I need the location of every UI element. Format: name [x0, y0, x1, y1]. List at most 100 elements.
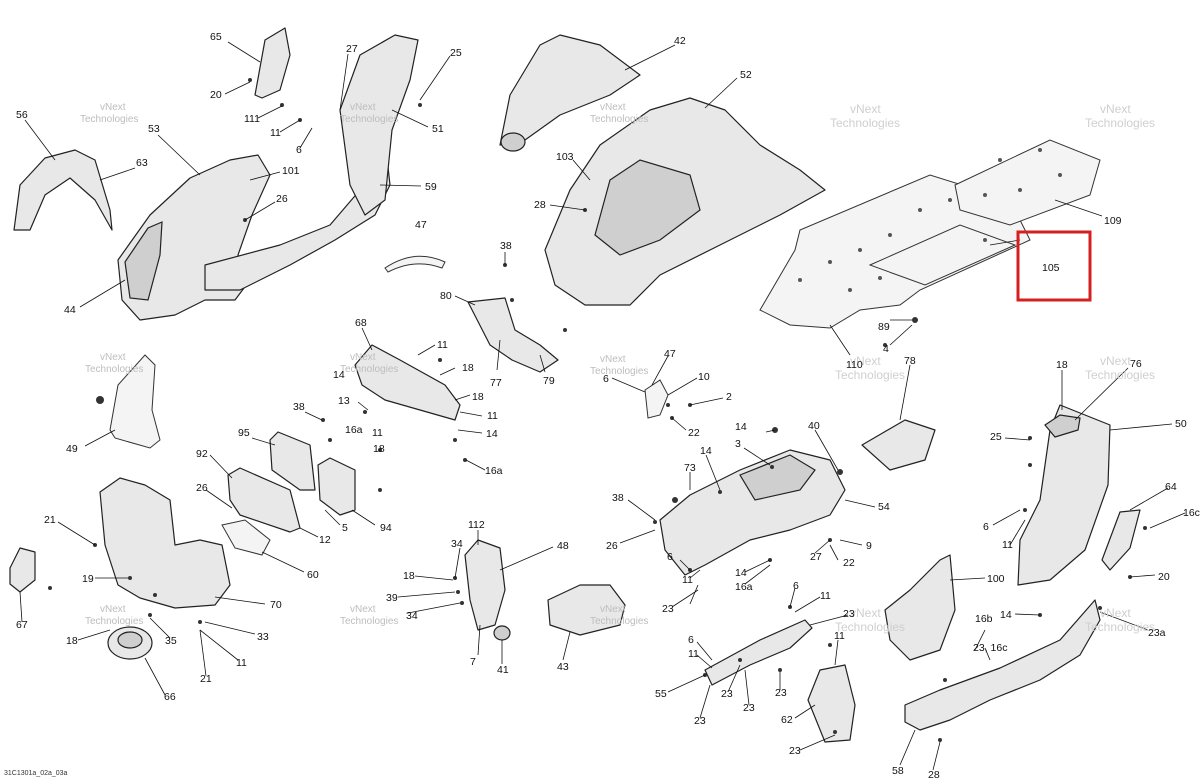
callout-11[interactable]: 11 — [487, 410, 498, 422]
callout-21[interactable]: 21 — [44, 514, 56, 526]
callout-51[interactable]: 51 — [432, 123, 444, 135]
callout-60[interactable]: 60 — [307, 569, 319, 581]
callout-34[interactable]: 34 — [406, 610, 418, 622]
callout-38[interactable]: 38 — [500, 240, 512, 252]
callout-12[interactable]: 12 — [319, 534, 331, 546]
callout-105[interactable]: 105 — [1042, 262, 1060, 274]
callout-28[interactable]: 28 — [928, 769, 940, 779]
callout-11[interactable]: 11 — [834, 630, 845, 642]
callout-14[interactable]: 14 — [333, 369, 345, 381]
callout-101[interactable]: 101 — [282, 165, 300, 177]
callout-18[interactable]: 18 — [462, 362, 474, 374]
callout-23[interactable]: 23 — [743, 702, 755, 714]
callout-11[interactable]: 11 — [1002, 539, 1013, 551]
callout-23[interactable]: 23 — [721, 688, 733, 700]
callout-64[interactable]: 64 — [1165, 481, 1177, 493]
callout-95[interactable]: 95 — [238, 427, 250, 439]
callout-6[interactable]: 6 — [296, 144, 302, 156]
callout-4[interactable]: 4 — [883, 343, 889, 355]
callout-9[interactable]: 9 — [866, 540, 872, 552]
callout-62[interactable]: 62 — [781, 714, 793, 726]
callout-33[interactable]: 33 — [257, 631, 269, 643]
callout-94[interactable]: 94 — [380, 522, 392, 534]
callout-7[interactable]: 7 — [470, 656, 476, 668]
callout-14[interactable]: 14 — [486, 428, 498, 440]
callout-23[interactable]: 23 — [662, 603, 674, 615]
callout-18[interactable]: 18 — [403, 570, 415, 582]
callout-16c[interactable]: 16c — [1183, 507, 1200, 519]
callout-54[interactable]: 54 — [878, 501, 890, 513]
callout-16b[interactable]: 16b — [975, 613, 993, 625]
callout-41[interactable]: 41 — [497, 664, 509, 676]
callout-25[interactable]: 25 — [990, 431, 1002, 443]
callout-23[interactable]: 23 — [843, 608, 855, 620]
callout-48[interactable]: 48 — [557, 540, 569, 552]
callout-66[interactable]: 66 — [164, 691, 176, 703]
callout-43[interactable]: 43 — [557, 661, 569, 673]
callout-16a[interactable]: 16a — [485, 465, 503, 477]
callout-18[interactable]: 18 — [373, 443, 385, 455]
callout-58[interactable]: 58 — [892, 765, 904, 777]
callout-79[interactable]: 79 — [543, 375, 555, 387]
callout-20[interactable]: 20 — [210, 89, 222, 101]
callout-42[interactable]: 42 — [674, 35, 686, 47]
callout-18[interactable]: 18 — [1056, 359, 1068, 371]
callout-39[interactable]: 39 — [386, 592, 398, 604]
callout-25[interactable]: 25 — [450, 47, 462, 59]
callout-6[interactable]: 6 — [667, 551, 673, 563]
callout-18[interactable]: 18 — [472, 391, 484, 403]
callout-28[interactable]: 28 — [534, 199, 546, 211]
callout-20[interactable]: 20 — [1158, 571, 1170, 583]
callout-65[interactable]: 65 — [210, 31, 222, 43]
callout-35[interactable]: 35 — [165, 635, 177, 647]
callout-6[interactable]: 6 — [688, 634, 694, 646]
callout-22[interactable]: 22 — [843, 557, 855, 569]
callout-26[interactable]: 26 — [196, 482, 208, 494]
callout-110[interactable]: 110 — [846, 359, 863, 371]
callout-16a[interactable]: 16a — [345, 424, 363, 436]
callout-22[interactable]: 22 — [688, 427, 700, 439]
callout-111[interactable]: 111 — [244, 113, 260, 125]
callout-59[interactable]: 59 — [425, 181, 437, 193]
callout-23[interactable]: 23 — [789, 745, 801, 757]
callout-103[interactable]: 103 — [556, 151, 574, 163]
callout-40[interactable]: 40 — [808, 420, 820, 432]
callout-80[interactable]: 80 — [440, 290, 452, 302]
callout-14[interactable]: 14 — [735, 567, 747, 579]
callout-11[interactable]: 11 — [270, 127, 281, 139]
callout-76[interactable]: 76 — [1130, 358, 1142, 370]
callout-18[interactable]: 18 — [66, 635, 78, 647]
callout-109[interactable]: 109 — [1104, 215, 1122, 227]
callout-55[interactable]: 55 — [655, 688, 667, 700]
callout-11[interactable]: 11 — [688, 648, 699, 660]
callout-49[interactable]: 49 — [66, 443, 78, 455]
callout-14[interactable]: 14 — [1000, 609, 1012, 621]
callout-23[interactable]: 23 — [775, 687, 787, 699]
callout-38[interactable]: 38 — [293, 401, 305, 413]
callout-27[interactable]: 27 — [346, 43, 358, 55]
callout-23a[interactable]: 23a — [1148, 627, 1166, 639]
callout-23-16c[interactable]: 23, 16c — [973, 642, 1007, 654]
callout-44[interactable]: 44 — [64, 304, 76, 316]
callout-67[interactable]: 67 — [16, 619, 28, 631]
callout-34[interactable]: 34 — [451, 538, 463, 550]
callout-52[interactable]: 52 — [740, 69, 752, 81]
callout-6[interactable]: 6 — [603, 373, 609, 385]
callout-11[interactable]: 11 — [236, 657, 247, 669]
callout-14[interactable]: 14 — [735, 421, 747, 433]
callout-23[interactable]: 23 — [694, 715, 706, 727]
callout-53[interactable]: 53 — [148, 123, 160, 135]
callout-38[interactable]: 38 — [612, 492, 624, 504]
callout-70[interactable]: 70 — [270, 599, 282, 611]
callout-3[interactable]: 3 — [735, 438, 741, 450]
callout-11[interactable]: 11 — [437, 339, 448, 351]
callout-89[interactable]: 89 — [878, 321, 890, 333]
callout-10[interactable]: 10 — [698, 371, 710, 383]
callout-47[interactable]: 47 — [415, 219, 427, 231]
callout-112[interactable]: 112 — [468, 519, 485, 531]
callout-14[interactable]: 14 — [700, 445, 712, 457]
callout-2[interactable]: 2 — [726, 391, 732, 403]
callout-6[interactable]: 6 — [983, 521, 989, 533]
callout-5[interactable]: 5 — [342, 522, 348, 534]
callout-21[interactable]: 21 — [200, 673, 212, 685]
